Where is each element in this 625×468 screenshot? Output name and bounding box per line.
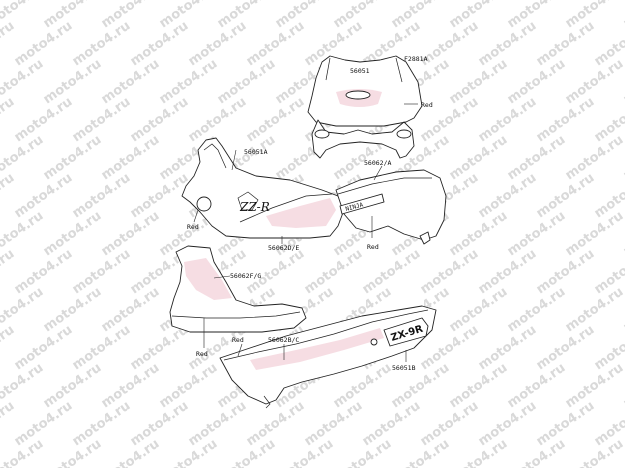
fuel-tank-part: NINJA 56062/A Red [335, 159, 447, 251]
watermark-text: moto4.ru [99, 284, 163, 335]
watermark-text: moto4.ru [12, 246, 76, 297]
watermark-text: moto4.ru [621, 0, 625, 31]
watermark-text: moto4.ru [186, 94, 250, 145]
watermark-text: moto4.ru [447, 284, 511, 335]
watermark-text: moto4.ru [41, 56, 105, 107]
watermark-text: moto4.ru [534, 322, 598, 373]
watermark-text: moto4.ru [389, 0, 453, 31]
watermark-text: moto4.ru [99, 0, 163, 31]
watermark-text: moto4.ru [70, 18, 134, 69]
watermark-text: moto4.ru [447, 56, 511, 107]
watermark-text: moto4.ru [418, 398, 482, 449]
label-56062A: 56062/A [364, 159, 391, 167]
label-56051B: 56051B [392, 364, 416, 372]
watermark-text: moto4.ru [505, 360, 569, 411]
watermark-text: moto4.ru [505, 56, 569, 107]
watermark-text: moto4.ru [563, 56, 625, 107]
upper-cowl-part: 56051 Red [307, 55, 433, 159]
watermark-text: moto4.ru [360, 246, 424, 297]
watermark-text: moto4.ru [157, 56, 221, 107]
watermark-text: moto4.ru [273, 0, 337, 31]
watermark-text: moto4.ru [12, 94, 76, 145]
watermark-text: moto4.ru [99, 360, 163, 411]
watermark-text: moto4.ru [505, 132, 569, 183]
watermark-text: moto4.ru [41, 208, 105, 259]
watermark-text: moto4.ru [157, 360, 221, 411]
watermark-text: moto4.ru [12, 398, 76, 449]
label-56062FG: 56062F/G [230, 272, 261, 280]
watermark-text: moto4.ru [12, 18, 76, 69]
watermark-text: moto4.ru [563, 360, 625, 411]
watermark-text: moto4.ru [12, 322, 76, 373]
watermark-text: moto4.ru [534, 94, 598, 145]
watermark-text: moto4.ru [70, 170, 134, 221]
watermark-text: moto4.ru [418, 246, 482, 297]
watermark-text: moto4.ru [244, 94, 308, 145]
color-note-tail: Red [232, 336, 244, 344]
watermark-text: moto4.ru [41, 360, 105, 411]
watermark-text: moto4.ru [302, 398, 366, 449]
watermark-text: moto4.ru [99, 132, 163, 183]
watermark-text: moto4.ru [534, 246, 598, 297]
watermark-text: moto4.ru [563, 132, 625, 183]
figure-code: F2881A [404, 55, 428, 63]
watermark-text: moto4.ru [331, 0, 395, 31]
watermark-text: moto4.ru [215, 0, 279, 31]
watermark-text: moto4.ru [215, 56, 279, 107]
watermark-text: moto4.ru [99, 208, 163, 259]
side-fairing-part: ZZ-R 56051A Red 56062D/E [181, 137, 345, 252]
watermark-text: moto4.ru [70, 322, 134, 373]
watermark-text: moto4.ru [186, 398, 250, 449]
watermark-text: moto4.ru [476, 18, 540, 69]
color-note-tank: Red [367, 243, 379, 251]
color-note-side: Red [187, 223, 199, 231]
watermark-text: moto4.ru [128, 398, 192, 449]
watermark-text: moto4.ru [99, 56, 163, 107]
watermark-text: moto4.ru [476, 322, 540, 373]
watermark-text: moto4.ru [534, 18, 598, 69]
watermark-text: moto4.ru [534, 398, 598, 449]
watermark-text: moto4.ru [302, 246, 366, 297]
watermark-text: moto4.ru [447, 208, 511, 259]
watermark-text: moto4.ru [534, 170, 598, 221]
watermark-text: moto4.ru [563, 208, 625, 259]
watermark-text: moto4.ru [70, 398, 134, 449]
watermark-text: moto4.ru [186, 18, 250, 69]
color-note-lower: Red [196, 350, 208, 358]
fairing-logo: ZZ-R [239, 200, 270, 214]
watermark-text: moto4.ru [41, 132, 105, 183]
label-56051A: 56051A [244, 148, 268, 156]
watermark-text: moto4.ru [447, 360, 511, 411]
watermark-text: moto4.ru [505, 284, 569, 335]
watermark-text: moto4.ru [41, 0, 105, 31]
color-note-upper: Red [421, 101, 433, 109]
watermark-text: moto4.ru [157, 0, 221, 31]
tail-cowl-part: ZX-9R Red 56062B/C 56051B [219, 305, 437, 409]
watermark-text: moto4.ru [447, 132, 511, 183]
label-56062DE: 56062D/E [268, 244, 299, 252]
watermark-text: moto4.ru [244, 18, 308, 69]
tank-badge: NINJA [345, 201, 365, 213]
watermark-text: moto4.ru [505, 0, 569, 31]
watermark-text: moto4.ru [476, 170, 540, 221]
lower-cowl-part: 56062F/G Red [169, 245, 307, 358]
watermark-text: moto4.ru [70, 94, 134, 145]
watermark-text: moto4.ru [244, 398, 308, 449]
watermark-text: moto4.ru [476, 94, 540, 145]
label-56051: 56051 [350, 67, 370, 75]
watermark-text: moto4.ru [128, 322, 192, 373]
watermark-text: moto4.ru [128, 94, 192, 145]
watermark-text: moto4.ru [476, 246, 540, 297]
label-56062BC: 56062B/C [268, 336, 299, 344]
watermark-text: moto4.ru [505, 208, 569, 259]
watermark-text: moto4.ru [12, 170, 76, 221]
watermark-text: moto4.ru [128, 18, 192, 69]
watermark-text: moto4.ru [41, 284, 105, 335]
watermark-text: moto4.ru [360, 398, 424, 449]
watermark-text: moto4.ru [70, 246, 134, 297]
watermark-text: moto4.ru [563, 284, 625, 335]
watermark-text: moto4.ru [447, 0, 511, 31]
watermark-text: moto4.ru [476, 398, 540, 449]
